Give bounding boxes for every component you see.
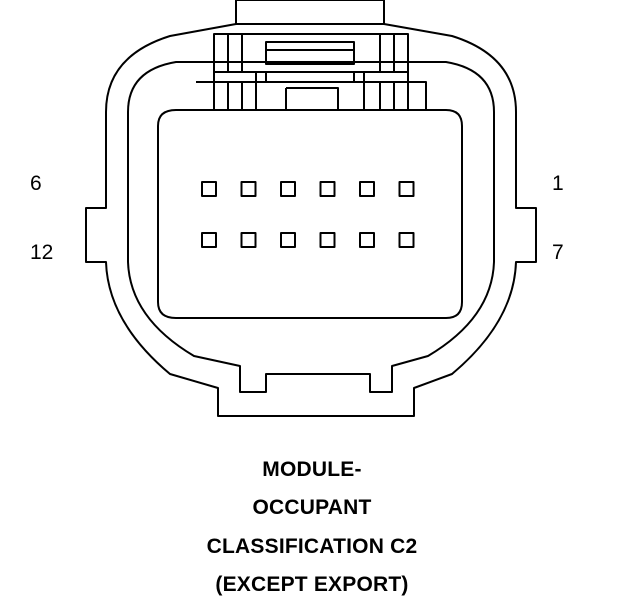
bottom-key-inner	[217, 404, 415, 416]
pin-label-top-right: 1	[552, 172, 564, 195]
pin-label-top-left: 6	[30, 172, 42, 195]
pin-grid	[201, 181, 415, 248]
pin-cavity	[319, 232, 336, 248]
latch-tab	[235, 0, 385, 24]
latch-bar-lower	[196, 81, 427, 111]
pin-cavity	[280, 181, 296, 197]
caption-line-4: (EXCEPT EXPORT)	[215, 573, 409, 596]
caption-line-2: OCCUPANT	[252, 496, 372, 519]
pin-cavity	[359, 232, 375, 248]
caption-line-1: MODULE-	[262, 458, 362, 481]
pin-cavity	[398, 181, 415, 197]
outer-housing	[85, 23, 537, 417]
pin-cavity	[240, 181, 257, 197]
pin-cavity	[240, 232, 257, 248]
pin-cavity	[280, 232, 296, 248]
terminal-face	[157, 109, 463, 319]
pin-cavity	[319, 181, 336, 197]
pin-cavity	[359, 181, 375, 197]
pin-label-bottom-left: 12	[30, 241, 54, 264]
latch-bar-upper	[213, 33, 409, 73]
pin-cavity	[398, 232, 415, 248]
pin-cavity	[201, 181, 217, 197]
caption-line-3: CLASSIFICATION C2	[206, 535, 418, 558]
pin-label-bottom-right: 7	[552, 241, 564, 264]
inner-housing	[127, 61, 495, 393]
pin-cavity	[201, 232, 217, 248]
